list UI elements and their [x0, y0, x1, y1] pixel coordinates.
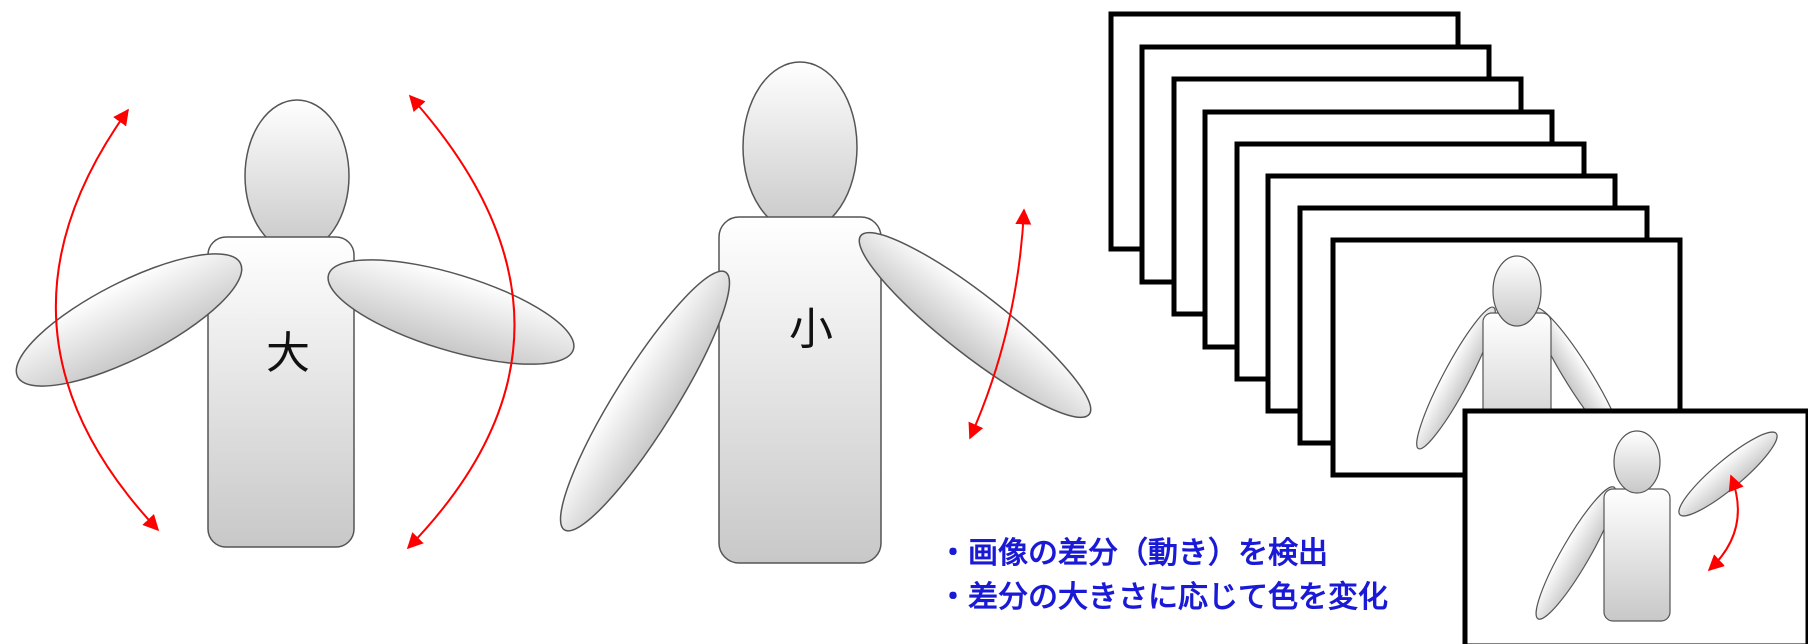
- figure-small-motion: 小: [559, 61, 1092, 564]
- frame-figure: [1416, 255, 1623, 454]
- head: [1492, 255, 1542, 327]
- small-motion-arrow: [968, 208, 1032, 440]
- detail-motion-arrow: [1707, 474, 1744, 572]
- torso: [207, 236, 355, 548]
- left-motion-arrow: [55, 108, 160, 532]
- torso: [718, 216, 882, 564]
- left-arm: [559, 270, 731, 532]
- left-arm: [1535, 486, 1617, 620]
- figure-large-motion: 大: [15, 94, 575, 550]
- detail-frame: [1462, 408, 1808, 644]
- head: [742, 61, 858, 233]
- figure-large-label: 大: [266, 328, 310, 379]
- description-bullets: ・画像の差分（動き）を検出 ・差分の大きさに応じて色を変化: [938, 532, 1388, 620]
- figure-small-label: 小: [789, 304, 833, 355]
- torso: [1603, 488, 1671, 622]
- bullet-color-by-magnitude: ・差分の大きさに応じて色を変化: [938, 580, 1388, 615]
- left-arm: [1416, 306, 1496, 450]
- head: [244, 99, 350, 253]
- right-arm: [327, 259, 575, 365]
- right-motion-arrow: [406, 94, 516, 550]
- head: [1613, 430, 1661, 494]
- bullet-detect-difference: ・画像の差分（動き）を検出: [938, 536, 1328, 571]
- right-arm: [858, 231, 1092, 419]
- frame-stack: [1108, 11, 1683, 478]
